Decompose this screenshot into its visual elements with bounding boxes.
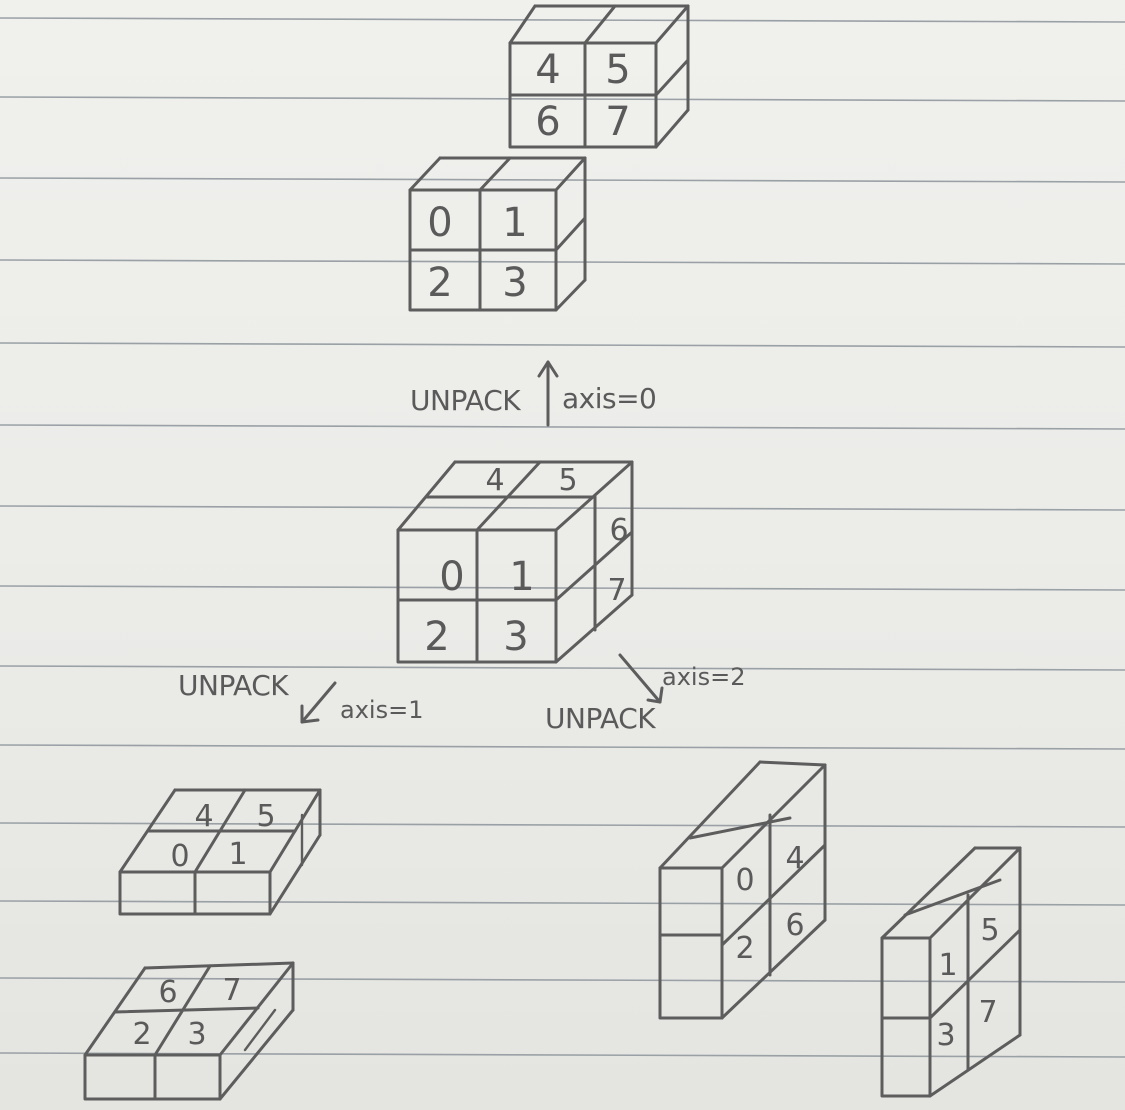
center-top-cell: 4 (485, 463, 504, 498)
axis0-front-cell: 2 (427, 260, 452, 306)
axis2-left-cell: 4 (785, 841, 804, 876)
axis0-axis-label: axis=0 (562, 382, 656, 415)
axis2-right-slice: 1 5 3 7 (880, 846, 1022, 1098)
axis2-right-cell: 5 (980, 913, 999, 948)
center-side-cell: 6 (609, 513, 628, 548)
axis1-top-cell: 5 (256, 799, 275, 834)
axis0-unpack-label: UNPACK (410, 384, 521, 417)
axis0-back-cell: 7 (605, 99, 630, 145)
axis2-left-cell: 0 (735, 863, 754, 898)
axis1-bottom-cell: 6 (158, 975, 177, 1010)
axis1-unpack-label: UNPACK (178, 669, 289, 702)
axis1-bottom-cell: 3 (187, 1017, 206, 1052)
axis1-arrow (300, 681, 337, 724)
axis1-top-slice: 4 5 0 1 (118, 788, 322, 916)
axis1-top-cell: 4 (194, 799, 213, 834)
axis2-left-cell: 6 (785, 908, 804, 943)
axis2-right-cell: 7 (978, 995, 997, 1030)
axis2-left-slice: 0 4 2 6 (658, 760, 827, 1020)
axis0-arrow (537, 360, 559, 427)
center-front-cell: 2 (424, 614, 449, 660)
axis0-back-cell: 6 (535, 99, 560, 145)
axis0-back-cell: 5 (605, 47, 630, 93)
axis2-right-cell: 3 (936, 1018, 955, 1053)
axis1-bottom-cell: 7 (222, 973, 241, 1008)
center-front-cell: 1 (509, 554, 534, 600)
axis2-unpack-label: UNPACK (545, 702, 656, 735)
center-side-cell: 7 (607, 573, 626, 608)
axis0-front-cell: 3 (502, 260, 527, 306)
axis0-front-cell: 0 (427, 200, 452, 246)
center-cube: 0 1 2 3 4 5 6 7 (396, 460, 634, 664)
center-front-cell: 3 (503, 614, 528, 660)
axis1-bottom-cell: 2 (132, 1017, 151, 1052)
axis0-front-slice: 0 1 2 3 (408, 156, 587, 312)
axis0-front-cell: 1 (502, 200, 527, 246)
axis0-back-slice: 4 5 6 7 (508, 4, 690, 149)
axis1-axis-label: axis=1 (340, 696, 423, 724)
axis2-arrow (618, 653, 664, 704)
axis1-top-cell: 1 (228, 837, 247, 872)
axis0-back-cell: 4 (535, 47, 560, 93)
axis1-bottom-slice: 6 7 2 3 (83, 961, 295, 1101)
center-front-cell: 0 (439, 554, 464, 600)
axis2-right-cell: 1 (938, 948, 957, 983)
ruled-lines (0, 17, 1125, 1058)
axis2-left-cell: 2 (735, 931, 754, 966)
axis2-axis-label: axis=2 (662, 663, 745, 691)
center-top-cell: 5 (558, 463, 577, 498)
axis1-top-cell: 0 (170, 839, 189, 874)
